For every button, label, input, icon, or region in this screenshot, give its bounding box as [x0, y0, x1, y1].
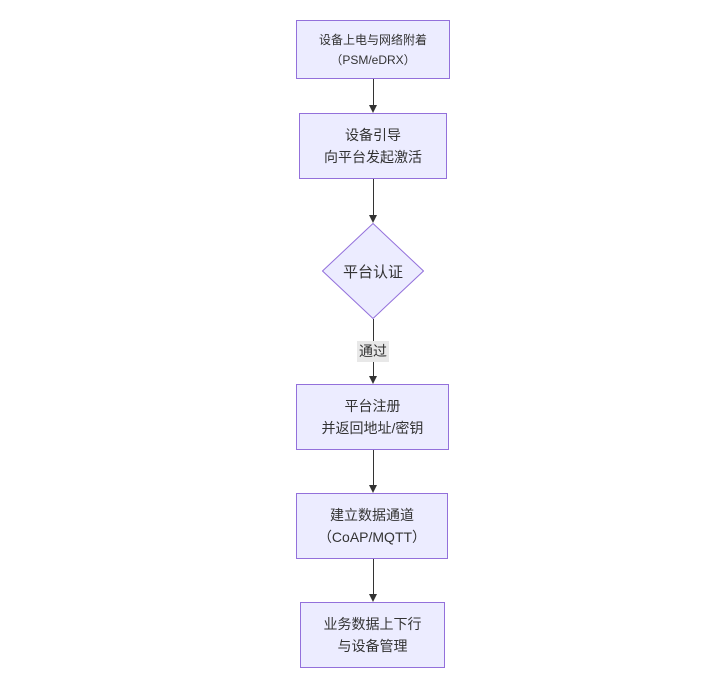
flow-arrow-1	[368, 79, 378, 113]
node-business-data-management: 业务数据上下行 与设备管理	[300, 602, 445, 668]
arrow-line	[372, 450, 374, 486]
arrowhead-down-icon	[368, 105, 377, 113]
node-label: 平台认证	[342, 263, 403, 281]
diamond-shape	[322, 223, 424, 319]
arrowhead-down-icon	[368, 594, 377, 602]
node-label: 设备引导 向平台发起激活	[324, 127, 422, 165]
node-label: 平台注册 并返回地址/密钥	[321, 398, 424, 436]
arrowhead-down-icon	[368, 485, 377, 493]
flow-arrow-5	[368, 559, 378, 602]
arrow-line	[372, 79, 374, 106]
node-device-bootstrap: 设备引导 向平台发起激活	[299, 113, 447, 179]
arrowhead-down-icon	[368, 215, 377, 223]
edge-label-pass: 通过	[357, 341, 389, 362]
node-label: 建立数据通道 （CoAP/MQTT）	[317, 507, 427, 545]
node-platform-auth-decision: 平台认证	[322, 223, 424, 319]
node-platform-register: 平台注册 并返回地址/密钥	[296, 384, 449, 450]
node-power-on-network-attach: 设备上电与网络附着 （PSM/eDRX）	[296, 20, 450, 79]
arrowhead-down-icon	[368, 376, 377, 384]
arrow-line	[372, 559, 374, 595]
node-label: 业务数据上下行 与设备管理	[323, 616, 422, 654]
node-label: 设备上电与网络附着 （PSM/eDRX）	[318, 32, 427, 67]
flow-arrow-2	[368, 179, 378, 223]
arrow-line	[372, 179, 374, 216]
node-data-channel: 建立数据通道 （CoAP/MQTT）	[296, 493, 448, 559]
flow-arrow-4	[368, 450, 378, 493]
